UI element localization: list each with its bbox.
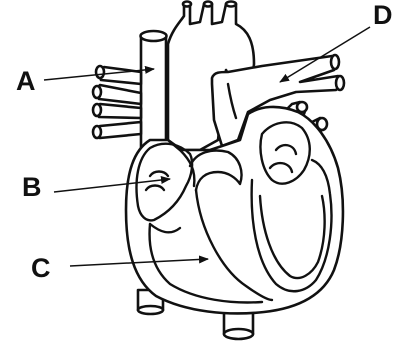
superior-vena-cava-opening [141, 31, 167, 41]
right-pulmonary-veins [93, 66, 141, 138]
label-b: B [22, 172, 42, 202]
inferior-vena-cava-opening [138, 306, 163, 314]
descending-aorta-opening [224, 329, 253, 339]
label-d: D [373, 0, 393, 30]
label-a: A [16, 66, 36, 96]
label-c: C [31, 253, 51, 283]
